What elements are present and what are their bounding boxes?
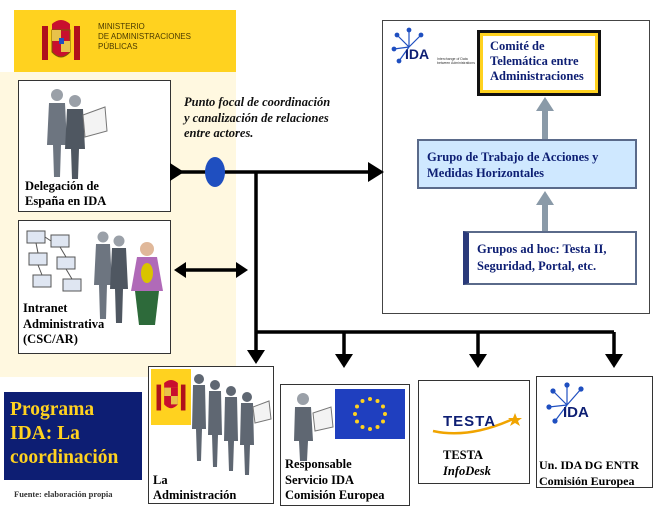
ministry-line-1: MINISTERIO [98,22,145,31]
un-ida-line-2: Comisión Europea [539,474,635,488]
testa-logo-text: TESTA [443,413,496,430]
comite-label: Comité de Telemática entre Administracio… [490,39,584,84]
un-ida-logo-text: IDA [563,404,589,421]
spain-coat-of-arms-icon [156,380,186,411]
responsable-box: Responsable Servicio IDA Comisión Europe… [280,384,410,506]
arrowhead-to-administracion [247,350,265,364]
ida-logo-text: IDA [405,46,429,62]
up-arrow-adhoc-to-grupo [536,191,554,231]
eu-star-icon [383,412,387,416]
intranet-box: Intranet Administrativa (CSC/AR) [18,220,171,354]
intranet-line-2: Administrativa [23,316,105,331]
arrowhead-into-focal [170,163,184,181]
up-arrow-grupo-to-comite [536,97,554,139]
programa-title: Programa IDA: La coordinación [10,398,118,470]
administracion-line-2: Administración [153,488,237,502]
eu-star-icon [380,404,385,409]
ministry-line-2: DE ADMINISTRACIONES [98,32,191,41]
spain-coat-of-arms-icon [42,20,80,60]
focal-point-ellipse [205,157,225,187]
eu-star-icon [353,412,357,416]
official-illustration [294,393,334,461]
delegacion-box: Delegación de España en IDA [18,80,171,212]
business-group-illustration [94,231,163,325]
testa-box: TESTA TESTA InfoDesk [418,380,530,484]
delegacion-line-2: España en IDA [25,194,107,208]
grupos-adhoc-line-1: Grupos ad hoc: Testa II, [477,242,607,256]
grupo-trabajo-box: Grupo de Trabajo de Acciones y Medidas H… [417,139,637,189]
eu-star-icon [375,399,380,404]
focal-note-line-1: Punto focal de coordinación [184,95,331,109]
un-ida-line-1: Un. IDA DG ENTR [539,458,640,472]
delegacion-label: Delegación de España en IDA [25,179,106,209]
grupos-adhoc-line-2: Seguridad, Portal, etc. [477,259,597,273]
comite-line-3: Administraciones [490,69,584,83]
eu-star-icon [368,427,372,431]
responsable-line-1: Responsable [285,457,352,471]
ministry-name: MINISTERIO DE ADMINISTRACIONES PÚBLICAS [98,22,191,52]
grupo-trabajo-label: Grupo de Trabajo de Acciones y Medidas H… [427,149,598,181]
eu-star-icon [375,424,380,429]
testa-line-2: InfoDesk [443,464,491,478]
eu-star-icon [368,397,372,401]
focal-note-line-2: y canalización de relaciones [184,110,329,125]
arrowhead-to-trunk [236,262,248,278]
comite-line-1: Comité de [490,39,545,53]
ida-logo-icon: IDA [391,27,429,64]
eu-star-icon [360,399,365,404]
intranet-label: Intranet Administrativa (CSC/AR) [23,301,104,348]
administracion-box: La Administración [148,366,274,504]
programa-line-3: coordinación [10,447,119,468]
grupos-adhoc-box: Grupos ad hoc: Testa II, Seguridad, Port… [463,231,637,285]
testa-logo-icon: TESTA [432,413,522,435]
arrowhead-to-un-ida [605,354,623,368]
programa-box: Programa IDA: La coordinación [4,392,142,480]
eu-flag-icon [335,389,405,439]
un-ida-box: IDA Un. IDA DG ENTR Comisión Europea [536,376,653,488]
responsable-label: Responsable Servicio IDA Comisión Europe… [285,457,384,504]
ida-logo-subtitle: Interchange of Data between Administrati… [437,57,475,65]
delegacion-line-1: Delegación de [25,179,99,193]
businessmen-reading-illustration [47,89,108,179]
arrowhead-to-responsable [335,354,353,368]
administracion-line-1: La [153,473,168,487]
programa-line-1: Programa [10,399,95,420]
source-note: Fuente: elaboración propia [14,489,113,499]
testa-line-1: TESTA [443,448,484,462]
ministry-line-3: PÚBLICAS [98,42,138,51]
ministry-header: MINISTERIO DE ADMINISTRACIONES PÚBLICAS [14,10,236,72]
focal-note: Punto focal de coordinación y canalizaci… [184,95,330,142]
administration-group-illustration [192,374,272,475]
intranet-line-1: Intranet [23,301,68,315]
eu-star-icon [355,404,360,409]
responsable-line-3: Comisión Europea [285,488,385,502]
testa-label: TESTA InfoDesk [443,447,491,479]
comite-line-2: Telemática entre [490,54,579,68]
intranet-line-3: (CSC/AR) [23,332,78,346]
grupo-trabajo-line-1: Grupo de Trabajo de Acciones y [427,150,599,164]
arrowhead-to-ida-panel [368,162,384,182]
computer-network-illustration [26,230,82,292]
ida-logo-icon: IDA [546,382,589,424]
grupo-trabajo-line-2: Medidas Horizontales [427,166,545,180]
programa-line-2: IDA: La [10,423,80,444]
arrowhead-to-testa [469,354,487,368]
eu-star-icon [360,424,365,429]
ida-panel: IDA Interchange of Data between Administ… [382,20,650,314]
un-ida-label: Un. IDA DG ENTR Comisión Europea [539,457,640,488]
arrowhead-to-intranet [174,262,186,278]
grupos-adhoc-label: Grupos ad hoc: Testa II, Seguridad, Port… [477,241,607,275]
eu-star-icon [380,419,385,424]
focal-note-line-3: entre actores. [184,126,254,140]
administracion-label: La Administración [153,473,236,503]
eu-star-icon [355,419,360,424]
comite-box: Comité de Telemática entre Administracio… [477,30,601,96]
responsable-line-2: Servicio IDA [285,472,355,487]
